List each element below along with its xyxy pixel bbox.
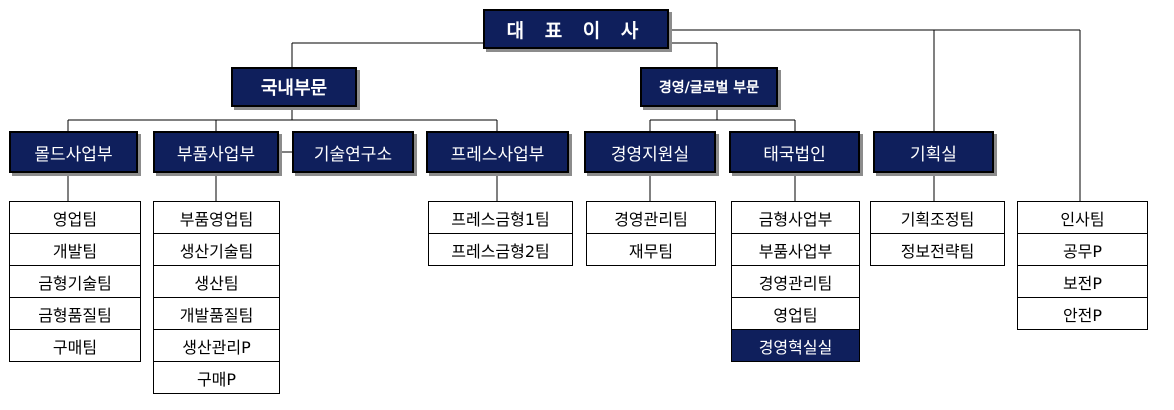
dept-mold-label: 몰드사업부 [34, 144, 113, 165]
dept-planning-box: 기획실 [873, 131, 994, 173]
team-label: 금형기술팀 [38, 273, 112, 293]
team-box: 개발품질팀 [153, 297, 280, 330]
dept-mold-box: 몰드사업부 [9, 131, 138, 173]
team-label: 생산관리P [182, 337, 251, 357]
team-box: 부품영업팀 [153, 201, 280, 234]
team-box: 보전P [1017, 265, 1148, 298]
team-box: 부품사업부 [731, 233, 860, 266]
team-label: 프레스금형1팀 [451, 209, 550, 229]
team-label: 생산기술팀 [179, 241, 254, 261]
team-box: 생산관리P [153, 329, 280, 362]
team-label: 보전P [1062, 273, 1103, 293]
division-global-label: 경영/글로벌 부문 [658, 80, 760, 96]
division-domestic-label: 국내부문 [260, 78, 328, 99]
team-label: 경영관리팀 [758, 273, 833, 293]
dept-parts-label: 부품사업부 [176, 144, 256, 165]
team-box: 재무팀 [586, 233, 716, 266]
team-label: 인사팀 [1060, 209, 1105, 229]
team-box: 경영관리팀 [586, 201, 716, 234]
team-label: 부품사업부 [758, 241, 833, 261]
team-label: 개발팀 [52, 241, 98, 261]
team-box: 인사팀 [1017, 201, 1148, 234]
team-box: 금형기술팀 [9, 265, 141, 298]
team-box: 생산기술팀 [153, 233, 280, 266]
team-box: 안전P [1017, 297, 1148, 330]
dept-mgmt-support-box: 경영지원실 [584, 131, 716, 173]
team-label: 정보전략팀 [900, 241, 975, 261]
team-box: 기획조정팀 [870, 201, 1005, 234]
team-label: 금형사업부 [758, 209, 833, 229]
team-label: 프레스금형2팀 [451, 241, 550, 261]
team-box: 공무P [1017, 233, 1148, 266]
team-label: 경영관리팀 [614, 209, 688, 229]
team-box-highlighted: 경영혁실실 [731, 329, 860, 362]
team-box: 개발팀 [9, 233, 141, 266]
dept-press-label: 프레스사업부 [450, 144, 545, 165]
team-box: 프레스금형1팀 [428, 201, 573, 234]
team-label: 안전P [1062, 305, 1103, 325]
team-label: 영업팀 [773, 305, 818, 325]
team-label: 재무팀 [628, 241, 674, 261]
team-label: 부품영업팀 [179, 209, 254, 229]
team-label: 구매팀 [52, 337, 98, 357]
team-box: 영업팀 [731, 297, 860, 330]
team-label: 개발품질팀 [179, 305, 254, 325]
division-global-box: 경영/글로벌 부문 [640, 67, 778, 107]
division-domestic-box: 국내부문 [231, 67, 357, 107]
team-label: 영업팀 [52, 209, 98, 229]
dept-press-box: 프레스사업부 [426, 131, 569, 173]
dept-planning-label: 기획실 [910, 144, 957, 165]
team-box: 영업팀 [9, 201, 141, 234]
ceo-label: 대 표 이 사 [506, 19, 646, 42]
dept-rnd-box: 기술연구소 [292, 131, 414, 173]
team-box: 경영관리팀 [731, 265, 860, 298]
team-box: 금형품질팀 [9, 297, 141, 330]
dept-thailand-box: 태국법인 [729, 131, 860, 173]
team-label: 기획조정팀 [900, 209, 975, 229]
dept-rnd-label: 기술연구소 [313, 144, 393, 165]
dept-mgmt-support-label: 경영지원실 [610, 144, 690, 165]
dept-parts-box: 부품사업부 [153, 131, 279, 173]
team-label: 금형품질팀 [38, 305, 112, 325]
team-box: 정보전략팀 [870, 233, 1005, 266]
team-label: 경영혁실실 [758, 337, 833, 357]
team-label: 구매P [196, 369, 237, 389]
team-box: 프레스금형2팀 [428, 233, 573, 266]
team-box: 금형사업부 [731, 201, 860, 234]
team-box: 구매팀 [9, 329, 141, 362]
team-label: 생산팀 [194, 273, 239, 293]
team-label: 공무P [1062, 241, 1103, 261]
ceo-box: 대 표 이 사 [483, 9, 669, 49]
team-box: 생산팀 [153, 265, 280, 298]
dept-thailand-label: 태국법인 [763, 144, 826, 165]
team-box: 구매P [153, 361, 280, 394]
